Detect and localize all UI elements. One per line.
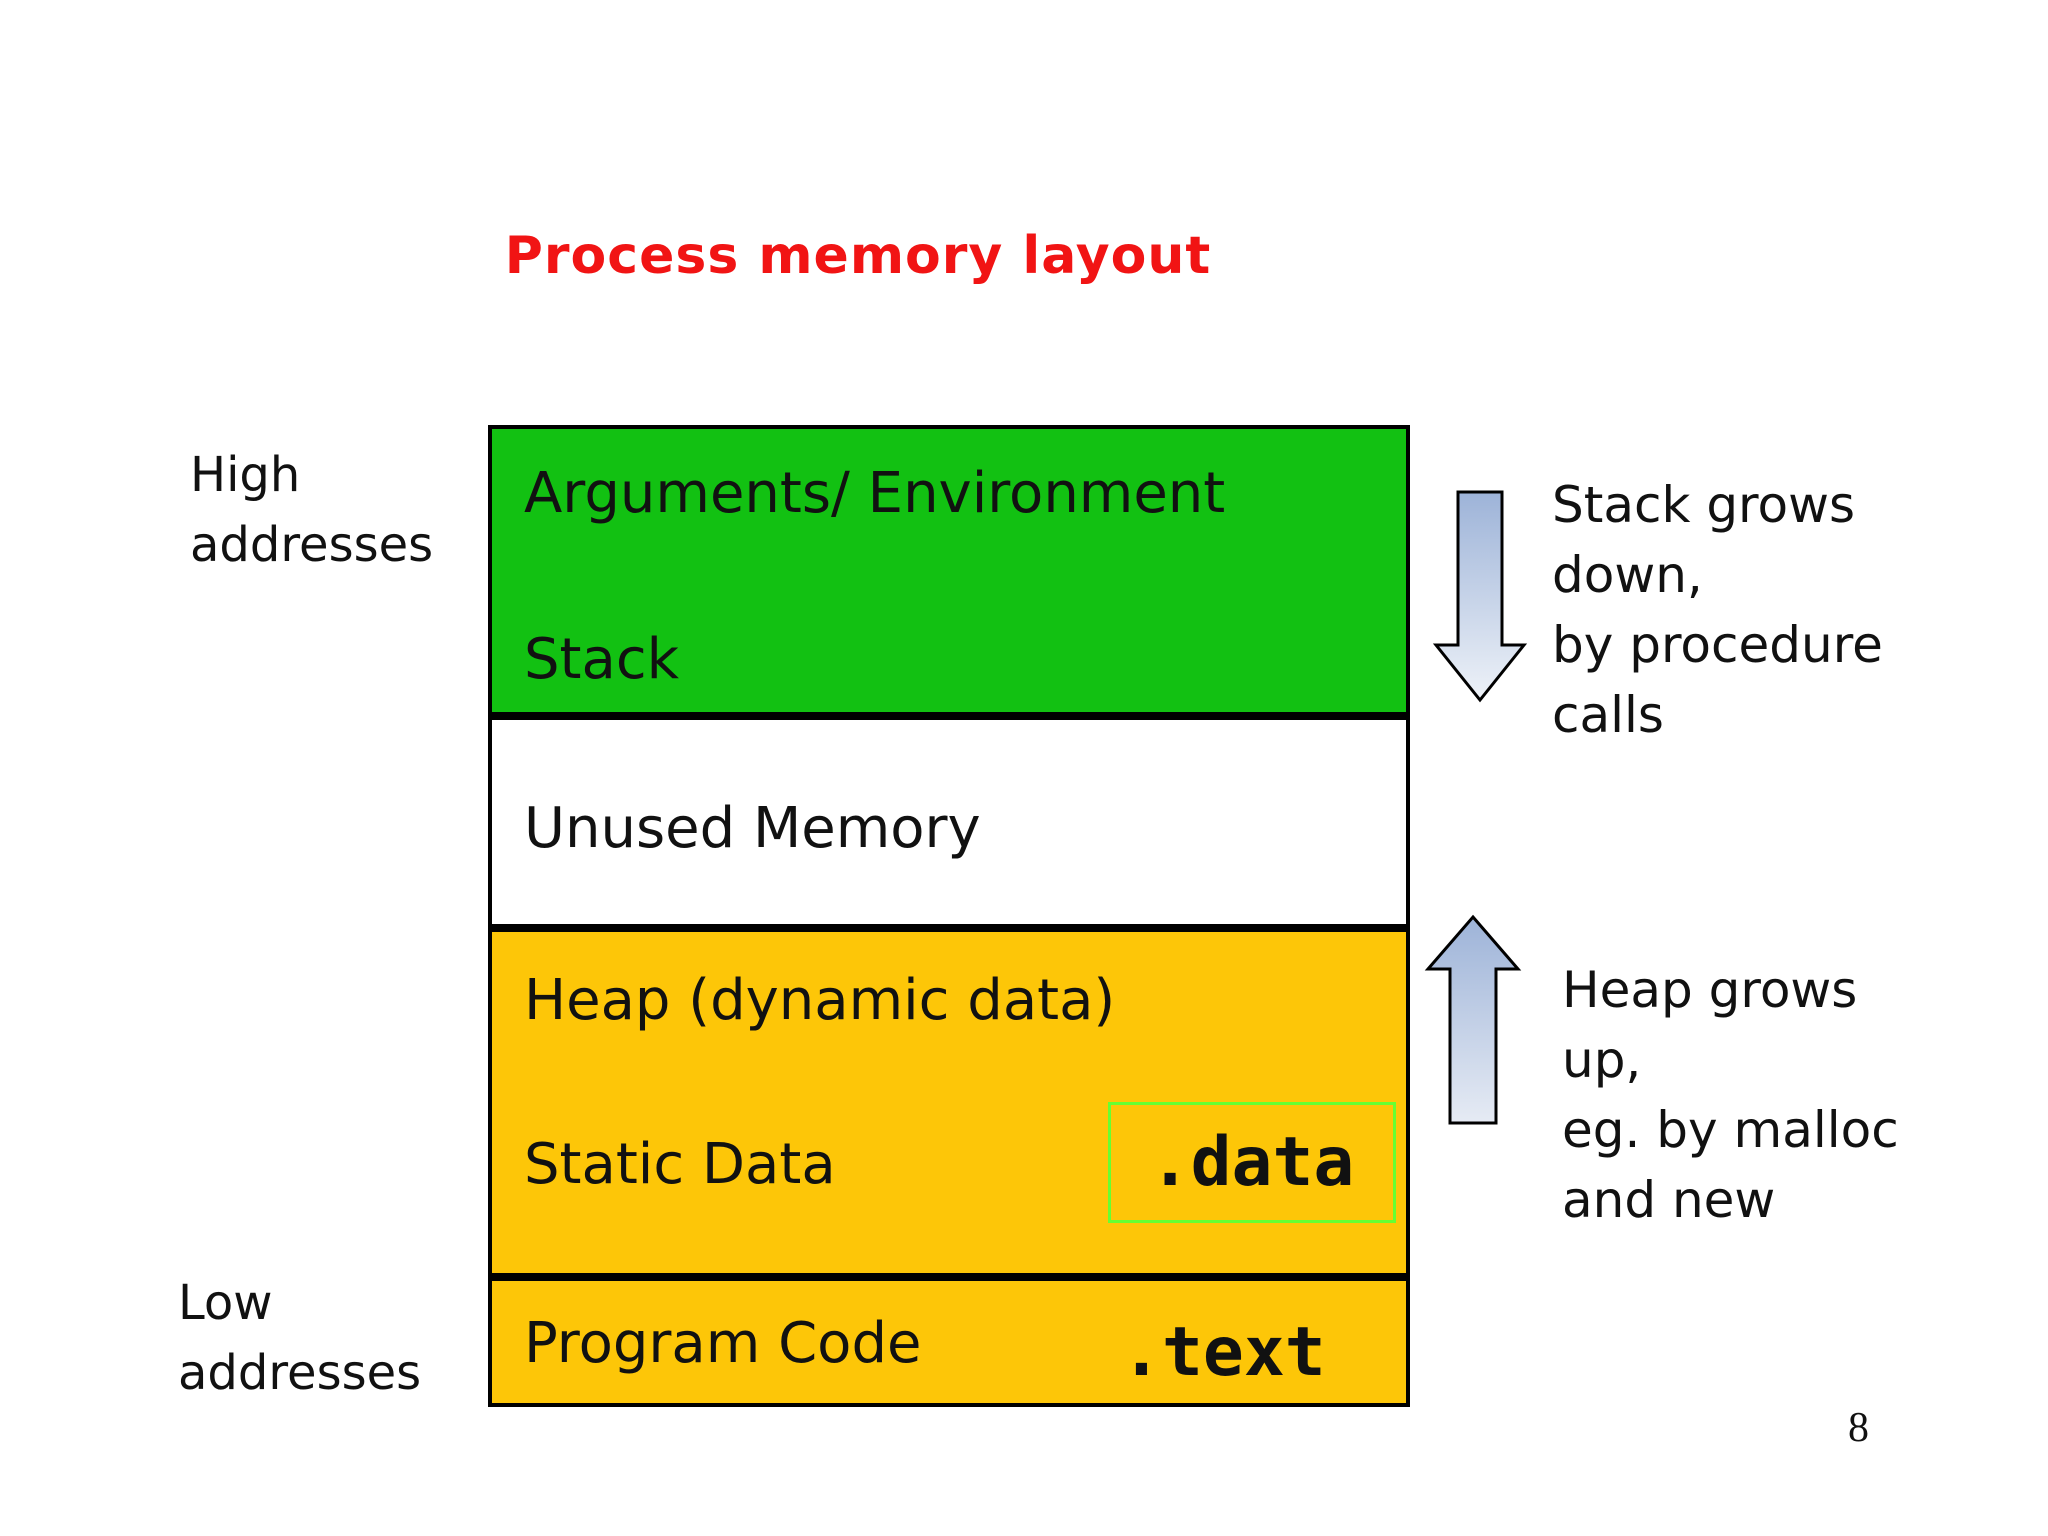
region-unused-memory: Unused Memory	[488, 716, 1410, 928]
high-addresses-line2: addresses	[190, 517, 434, 573]
stack-grows-down-arrow-icon	[1432, 490, 1528, 703]
heap-annotation-line2: up,	[1562, 1031, 1642, 1089]
region-heap-static: Heap (dynamic data) Static Data .data	[488, 928, 1410, 1277]
heap-annotation-line4: and new	[1562, 1171, 1776, 1229]
stack-label: Stack	[524, 627, 680, 692]
heap-label: Heap (dynamic data)	[524, 968, 1116, 1033]
stack-annotation-line3: by procedure	[1552, 616, 1883, 674]
heap-grows-up-arrow-icon	[1424, 914, 1522, 1125]
low-addresses-label: Low addresses	[178, 1268, 421, 1408]
page-number: 8	[1848, 1405, 1869, 1451]
data-section-tag: .data	[1149, 1123, 1355, 1202]
data-section-outline: .data	[1108, 1102, 1396, 1223]
stack-grows-annotation: Stack grows down, by procedure calls	[1552, 470, 1883, 750]
arguments-environment-label: Arguments/ Environment	[524, 461, 1226, 526]
low-addresses-line2: addresses	[178, 1345, 422, 1401]
page-title: Process memory layout	[504, 226, 1212, 286]
text-section-tag: .text	[1121, 1313, 1326, 1392]
high-addresses-line1: High	[190, 447, 301, 503]
low-addresses-line1: Low	[178, 1275, 273, 1331]
stack-annotation-line1: Stack grows	[1552, 476, 1856, 534]
high-addresses-label: High addresses	[190, 440, 433, 580]
heap-annotation-line3: eg. by malloc	[1562, 1101, 1899, 1159]
heap-grows-annotation: Heap grows up, eg. by malloc and new	[1562, 955, 1899, 1235]
program-code-label: Program Code	[524, 1311, 922, 1376]
unused-memory-label: Unused Memory	[524, 796, 981, 861]
region-program-code: Program Code .text	[488, 1277, 1410, 1407]
region-arguments-stack: Arguments/ Environment Stack	[488, 425, 1410, 716]
heap-annotation-line1: Heap grows	[1562, 961, 1858, 1019]
static-data-label: Static Data	[524, 1132, 836, 1197]
stack-annotation-line2: down,	[1552, 546, 1703, 604]
stack-annotation-line4: calls	[1552, 686, 1664, 744]
